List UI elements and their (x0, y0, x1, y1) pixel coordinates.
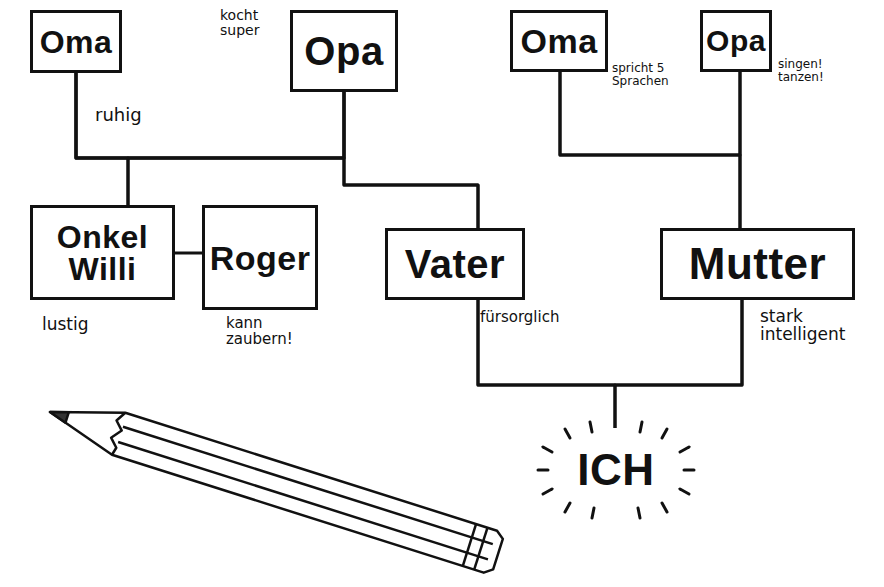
trait-note: spricht 5 Sprachen (612, 62, 674, 87)
trait-note: stark intelligent (760, 308, 870, 344)
grandparent-box: Opa (290, 10, 398, 92)
node-text-group: Onkel Willi (33, 221, 172, 285)
trait-note: lustig (42, 316, 132, 334)
node-text-group: Opa (304, 31, 383, 71)
node-text-group: Opa (706, 26, 766, 56)
node-text-group: Roger (210, 241, 311, 275)
ich-starburst (538, 422, 694, 518)
family-line (739, 72, 742, 228)
family-line (128, 92, 344, 205)
family-line (615, 300, 742, 428)
person-name: Roger (210, 241, 311, 275)
trait-note: fürsorglich (480, 310, 600, 326)
trait-note: kann zaubern! (226, 316, 306, 348)
family-line (478, 300, 742, 385)
person-name: Vater (405, 244, 505, 284)
person-name: Opa (304, 31, 383, 71)
node-text-group: ICH (577, 448, 654, 492)
pencil-illustration (43, 391, 504, 575)
trait-note: singen! tanzen! (778, 58, 832, 83)
node-text-group: Oma (520, 24, 597, 58)
trait-note: ruhig (95, 106, 175, 125)
family-line (344, 92, 478, 228)
person-name: Onkel Willi (33, 221, 172, 285)
family-line (175, 252, 202, 255)
family-line (478, 300, 615, 428)
family-line (560, 72, 740, 228)
person-name: Opa (706, 26, 766, 56)
grandparent-box: Opa (700, 10, 772, 72)
relative-box: Roger (202, 205, 318, 310)
self-node: ICH (558, 428, 674, 512)
person-name: Oma (40, 26, 113, 58)
node-text-group: Oma (40, 26, 113, 58)
family-line (76, 73, 128, 205)
trait-note: kocht super (220, 8, 276, 37)
parent-box: Mutter (660, 228, 855, 300)
grandparent-box: Oma (30, 10, 122, 73)
grandparent-box: Oma (510, 10, 608, 72)
person-name: Mutter (689, 242, 826, 286)
person-name: Oma (520, 24, 597, 58)
parent-box: Vater (385, 228, 525, 300)
node-text-group: Vater (405, 244, 505, 284)
node-text-group: Mutter (689, 242, 826, 286)
person-name: ICH (577, 448, 654, 492)
relative-box: Onkel Willi (30, 205, 175, 300)
